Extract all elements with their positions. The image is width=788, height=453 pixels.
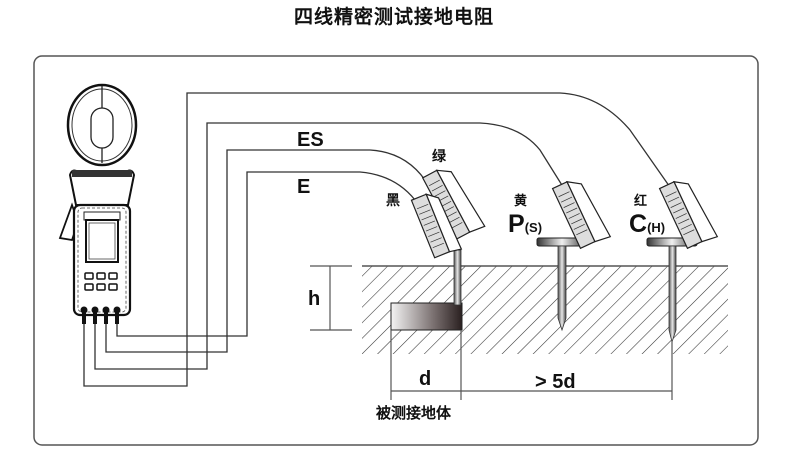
label-yellow: 黄 bbox=[514, 193, 527, 209]
label-d: d bbox=[419, 368, 431, 390]
clip-c-red bbox=[658, 180, 719, 250]
wire-c bbox=[83, 92, 673, 387]
label-grounding-body: 被测接地体 bbox=[376, 404, 452, 422]
meter-keypad bbox=[84, 272, 118, 291]
wire-e bbox=[116, 171, 416, 337]
label-h: h bbox=[308, 288, 320, 310]
diagram-title: 四线精密测试接地电阻 bbox=[293, 6, 494, 28]
diagram-frame bbox=[33, 55, 759, 446]
label-green: 绿 bbox=[432, 148, 447, 165]
label-es: ES bbox=[297, 129, 324, 151]
label-distance: > 5d bbox=[535, 371, 576, 393]
test-leads bbox=[83, 92, 673, 387]
clip-p-yellow bbox=[551, 180, 612, 250]
label-e: E bbox=[297, 176, 310, 198]
earth-resistance-tester bbox=[58, 83, 138, 324]
dimension-lines bbox=[310, 265, 673, 400]
clip-es-green bbox=[421, 169, 486, 241]
meter-terminals bbox=[80, 306, 121, 324]
label-c: C(H) bbox=[629, 210, 665, 238]
wire-p bbox=[94, 122, 566, 370]
wire-es bbox=[105, 149, 426, 353]
label-p: P(S) bbox=[508, 210, 542, 238]
label-black: 黑 bbox=[386, 193, 400, 209]
clip-e-black bbox=[410, 193, 463, 259]
label-red: 红 bbox=[634, 193, 647, 209]
probe-p-spike bbox=[536, 237, 588, 332]
